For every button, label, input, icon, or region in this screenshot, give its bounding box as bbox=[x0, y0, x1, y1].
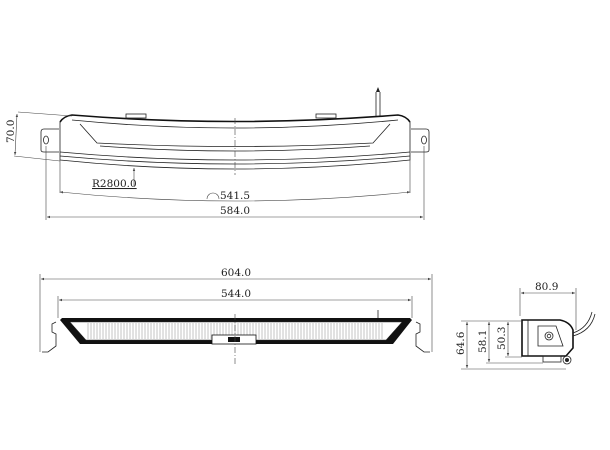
body-height-dimension-label: 50.3 bbox=[496, 327, 508, 350]
radius-dimension-label: R2800.0 bbox=[92, 178, 137, 190]
top-view: 70.0 R2800.0 541.5 584.0 bbox=[5, 87, 430, 220]
side-housing bbox=[521, 319, 574, 357]
mid-height-dimension-label: 58.1 bbox=[477, 330, 489, 353]
antenna bbox=[375, 87, 381, 116]
front-view: 604.0 544.0 bbox=[39, 267, 433, 364]
total-height-dimension-label: 64.6 bbox=[455, 331, 467, 355]
led-lens-grid bbox=[87, 323, 383, 339]
overall-width-dimension-label: 584.0 bbox=[220, 205, 250, 217]
left-mount-bracket bbox=[42, 321, 57, 353]
lens-width-dimension-label: 544.0 bbox=[221, 288, 251, 300]
power-cable bbox=[572, 311, 593, 334]
depth-dimension-label: 80.9 bbox=[535, 281, 558, 293]
height-dimension-label: 70.0 bbox=[5, 120, 17, 143]
right-mount-bracket bbox=[415, 321, 430, 353]
side-view: 80.9 64.6 58.1 50.3 bbox=[455, 281, 596, 370]
right-bracket bbox=[411, 128, 430, 153]
top-view-body bbox=[59, 122, 411, 170]
front-width-dimension-label: 604.0 bbox=[221, 267, 251, 279]
arc-length-dimension-label: 541.5 bbox=[220, 190, 250, 202]
left-bracket bbox=[40, 128, 59, 153]
